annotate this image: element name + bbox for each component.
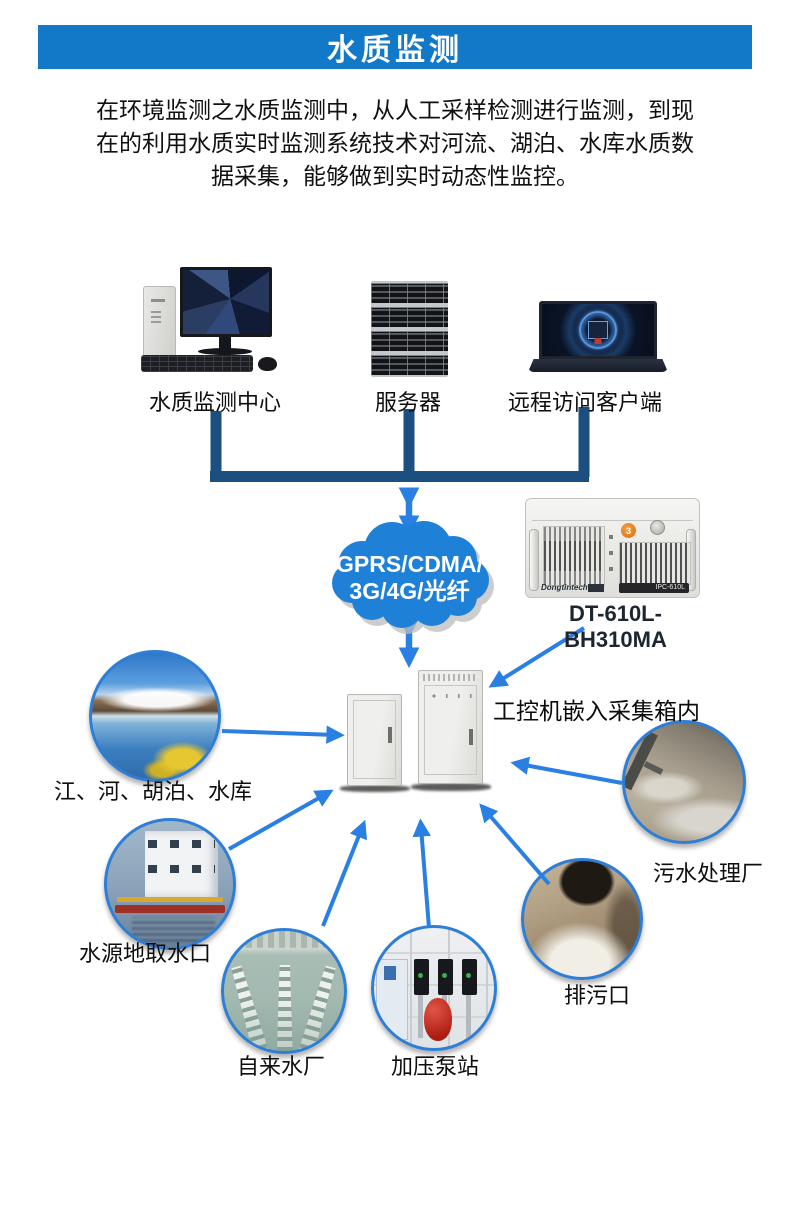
ipc-handle-left [529, 529, 539, 591]
tap-water-plant-photo [221, 928, 347, 1054]
server-unit [371, 307, 448, 327]
rivers-lakes-label: 江、河、胡泊、水库 [53, 779, 252, 804]
ipc-model-label: DT-610L-BH310MA [564, 601, 667, 652]
remote-client-label: 远程访问客户端 [507, 390, 662, 415]
laptop-gfx-ring [579, 311, 617, 349]
collection-cabinet-tall [418, 670, 483, 784]
server-rack-icon [371, 281, 448, 377]
intake-station-house [144, 831, 218, 897]
pump-pipe [418, 995, 424, 1039]
collection-cabinet-small [347, 694, 402, 786]
sewage-outfall-photo [521, 858, 643, 980]
arrow-tap-plant-to-cabinet [321, 819, 367, 927]
cabinet-handle [469, 729, 473, 745]
ipc-model-strip: IPC-610L [619, 583, 689, 593]
pressure-tank [424, 997, 452, 1041]
tap-water-plant-label: 自来水厂 [236, 1054, 325, 1079]
ipc-badge: 3 [621, 523, 636, 538]
arrow-treatment-to-cabinet [510, 756, 623, 785]
cabinet-door [353, 700, 396, 779]
arrow-pump-station-to-cabinet [412, 818, 431, 929]
intro-line-2: 在的利用水质实时监测系统技术对河流、湖泊、水库水质数 [96, 130, 694, 156]
laptop-gfx-chip [588, 321, 608, 339]
arrow-lake-to-cabinet [221, 725, 345, 744]
pump-motor [437, 959, 454, 996]
cloud-line-2: 3G/4G/光纤 [349, 578, 470, 604]
page-title: 水质监测 [327, 34, 463, 67]
cabinet-handle [388, 727, 392, 743]
ipc-brand-text: Dongtintech [541, 583, 588, 592]
server-unit [371, 331, 448, 351]
arrow-outfall-to-cabinet [479, 803, 551, 886]
collection-box-caption: 工控机嵌入采集箱内 [493, 698, 700, 724]
desktop-monitor-icon [180, 267, 272, 337]
cloud-line-1: GPRS/CDMA/ [336, 551, 483, 577]
outfall-label: 排污口 [563, 983, 630, 1008]
treatment-platform [643, 761, 664, 776]
monitor-base [198, 348, 252, 355]
ipc-brand-block [588, 584, 604, 592]
monitor-stand [219, 337, 231, 349]
ipc-seam [532, 520, 693, 521]
laptop-wallpaper [542, 304, 654, 356]
ipc-buttons [609, 531, 613, 571]
pump-pipe [466, 995, 472, 1039]
plant-water [224, 931, 344, 1051]
server-label: 服务器 [374, 390, 441, 415]
ipc-vent-grille-right [619, 542, 691, 585]
intake-railing [117, 896, 223, 902]
cabinet-vent [423, 674, 478, 681]
treatment-plant-label: 污水处理厂 [652, 861, 763, 886]
laptop-gfx-logo [594, 338, 602, 345]
desktop-tower-icon [143, 286, 176, 361]
water-source-intake-label: 水源地取水口 [78, 941, 211, 966]
title-banner: 水质监测 [38, 25, 752, 69]
keyboard-icon [141, 355, 253, 372]
intake-windows [147, 865, 215, 873]
pressure-pump-station-photo [371, 925, 497, 1051]
intro-line-3: 据采集，能够做到实时动态性监控。 [211, 163, 579, 189]
server-unit [371, 283, 448, 303]
ipc-keylock [650, 520, 665, 535]
laptop-screen-icon [539, 301, 657, 359]
network-cloud-label: GPRS/CDMA/ 3G/4G/光纤 [327, 551, 492, 605]
pump-motor [413, 959, 430, 996]
treatment-bridge [625, 730, 658, 791]
server-unit [371, 355, 448, 375]
plant-walkway [276, 965, 293, 1051]
intake-hull [114, 905, 226, 914]
cabinet-door [424, 685, 477, 775]
intro-paragraph: 在环境监测之水质监测中，从人工采样检测进行监测，到现 在的利用水质实时监测系统技… [39, 94, 751, 193]
cabinet-shadow [411, 783, 491, 791]
sewage-treatment-plant-photo [622, 720, 746, 844]
water-source-intake-photo [104, 818, 236, 950]
monitoring-center-label: 水质监测中心 [148, 390, 281, 415]
ipc-vent-grille-left [543, 526, 605, 586]
intake-windows [147, 840, 215, 849]
monitor-wallpaper [183, 270, 269, 334]
laptop-base-icon [528, 359, 668, 372]
pump-sign [383, 966, 396, 980]
network-bus [210, 407, 590, 482]
cabinet-shadow [340, 785, 410, 792]
intake-reflection [132, 916, 216, 942]
pump-motor [461, 959, 478, 996]
rivers-lakes-photo [89, 650, 221, 782]
cabinet-indicator-dots [432, 694, 480, 698]
pump-station-label: 加压泵站 [390, 1054, 479, 1079]
mouse-icon [258, 357, 277, 371]
industrial-pc-image: 3 Dongtintech IPC-610L [525, 498, 700, 598]
intro-line-1: 在环境监测之水质监测中，从人工采样检测进行监测，到现 [96, 97, 694, 123]
